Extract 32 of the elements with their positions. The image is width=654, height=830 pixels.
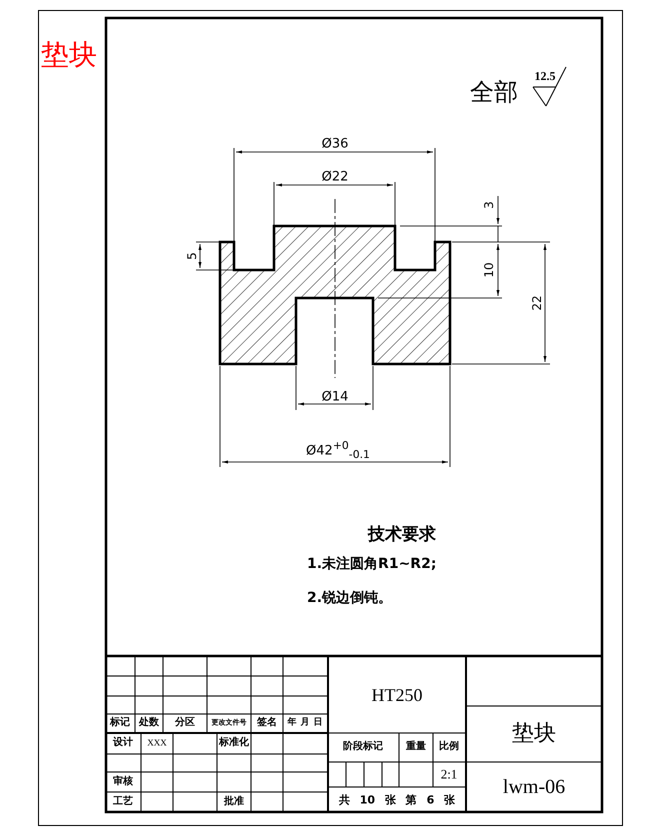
title-block-text: XXX xyxy=(147,738,167,748)
dimension-text: 5 xyxy=(186,252,198,260)
requirement-item: 2.锐边倒钝。 xyxy=(307,591,392,605)
dimension-text: Ø22 xyxy=(322,170,348,184)
title-block-text: 审核 xyxy=(113,777,133,787)
material-text: HT250 xyxy=(372,686,422,704)
dimension-text: 22 xyxy=(531,295,543,311)
scale-value: 2:1 xyxy=(440,768,458,780)
sheet-count-text: 共 10 张 第 6 张 xyxy=(338,794,456,806)
drawing-number: lwm-06 xyxy=(502,777,566,797)
title-block-text: 批准 xyxy=(224,797,244,807)
title-block-text: 标记 xyxy=(110,718,130,728)
title-block-text: 工艺 xyxy=(113,797,133,807)
dimension-text: 3 xyxy=(483,201,495,209)
title-block-text: 处数 xyxy=(139,718,159,728)
roughness-value: 12.5 xyxy=(534,70,556,82)
requirements-heading: 技术要求 xyxy=(368,526,436,544)
dimension-text: 10 xyxy=(483,262,495,278)
drawing-title: 垫块 xyxy=(41,41,97,69)
dimension-text: Ø36 xyxy=(322,138,348,150)
title-block-text: 重量 xyxy=(406,742,426,752)
dimension-text: Ø14 xyxy=(322,390,348,404)
title-block-text: 签名 xyxy=(257,718,277,728)
roughness-note: 全部 xyxy=(470,80,518,104)
part-name: 垫块 xyxy=(512,723,556,745)
title-block-text: 阶段标记 xyxy=(343,742,383,752)
requirement-item: 1.未注圆角R1~R2; xyxy=(307,557,436,571)
title-block-text: 设计 xyxy=(113,738,133,748)
title-block-text: 分区 xyxy=(175,718,195,728)
title-block-text: 比例 xyxy=(439,742,459,752)
title-block-text: 标准化 xyxy=(219,738,249,748)
title-block-text: 年 月 日 xyxy=(287,718,323,728)
